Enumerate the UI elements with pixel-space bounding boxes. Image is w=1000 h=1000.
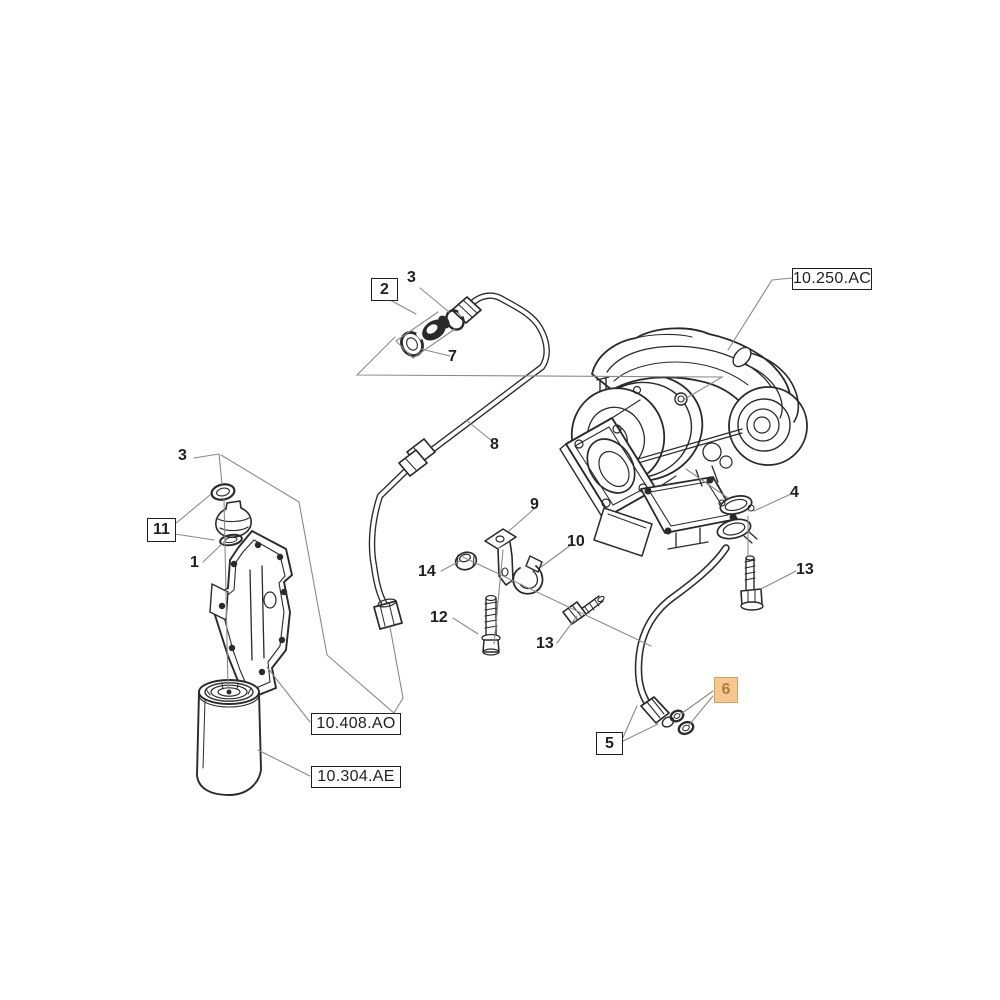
callout-part-1[interactable]: 1 xyxy=(190,554,199,571)
filter-head-plate-drawing xyxy=(209,530,293,701)
callout-part-9[interactable]: 9 xyxy=(530,496,539,513)
callout-section-filter-head[interactable]: 10.408.AO xyxy=(311,713,401,735)
callout-part-13-right[interactable]: 13 xyxy=(796,561,814,578)
callout-part-3-upper[interactable]: 3 xyxy=(407,269,416,286)
callout-part-10[interactable]: 10 xyxy=(567,533,585,550)
callout-part-5[interactable]: 5 xyxy=(596,732,623,755)
callout-part-14[interactable]: 14 xyxy=(418,563,436,580)
oil-supply-tube-drawing xyxy=(368,292,550,630)
valve-group-drawing xyxy=(210,483,252,547)
nut-14-drawing xyxy=(454,551,478,571)
bracket-9-drawing xyxy=(484,528,517,586)
callout-part-6-highlighted[interactable]: 6 xyxy=(714,677,738,703)
callout-part-2[interactable]: 2 xyxy=(371,278,398,301)
callout-part-8[interactable]: 8 xyxy=(490,436,499,453)
callout-part-4[interactable]: 4 xyxy=(790,484,799,501)
banjo-fitting-drawing xyxy=(395,309,465,359)
oil-drain-tube-drawing xyxy=(634,544,730,728)
o-ring-drawing xyxy=(669,709,695,736)
oil-filter-drawing xyxy=(196,679,262,796)
callout-part-13-middle[interactable]: 13 xyxy=(536,635,554,652)
bolt-13-right-drawing xyxy=(740,555,764,611)
clamp-10-drawing xyxy=(512,555,544,595)
bolt-13-middle-drawing xyxy=(562,595,605,625)
turbocharger-drawing xyxy=(559,327,808,557)
callout-part-11[interactable]: 11 xyxy=(147,518,176,542)
callout-part-12[interactable]: 12 xyxy=(430,609,448,626)
callout-part-7[interactable]: 7 xyxy=(448,348,457,365)
bolt-12-drawing xyxy=(481,594,501,656)
gasket-drawing xyxy=(716,495,758,544)
callout-section-oil-filter[interactable]: 10.304.AE xyxy=(311,766,401,788)
callout-section-turbocharger[interactable]: 10.250.AC xyxy=(792,268,872,290)
leader-lines xyxy=(174,277,797,777)
callout-part-3-left[interactable]: 3 xyxy=(178,447,187,464)
